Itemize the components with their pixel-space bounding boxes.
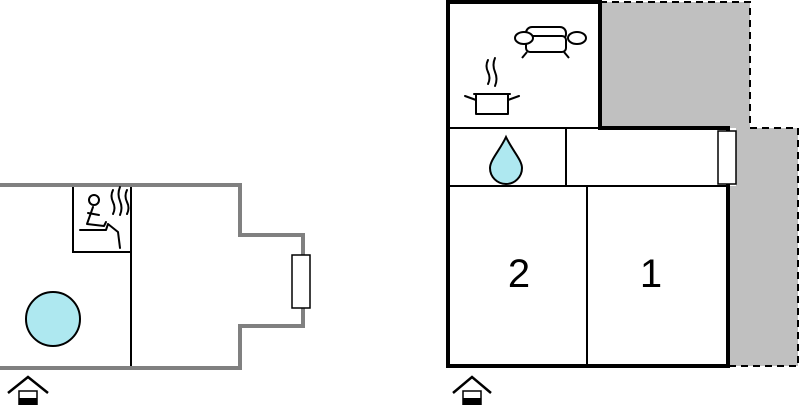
room-number-1: 1 <box>640 252 662 296</box>
right-unit-window-icon <box>717 130 737 185</box>
bathroom-water-drop-icon <box>488 134 524 185</box>
right-unit: 2 1 <box>446 0 799 405</box>
terrace-dashed-outline <box>600 1 799 367</box>
kitchen-pot-icon <box>464 57 520 115</box>
left-unit <box>0 183 311 405</box>
sofa-icon <box>514 26 587 59</box>
right-unit-outer-wall <box>446 0 730 368</box>
right-unit-entrance-icon <box>452 375 492 405</box>
sauna-icon <box>79 186 130 249</box>
left-unit-entrance-icon <box>7 375 49 405</box>
terrace-lower <box>728 128 798 366</box>
terrace-upper <box>599 2 750 128</box>
pool-icon <box>25 291 81 347</box>
left-unit-window-icon <box>291 254 311 309</box>
room-number-2: 2 <box>508 252 530 296</box>
